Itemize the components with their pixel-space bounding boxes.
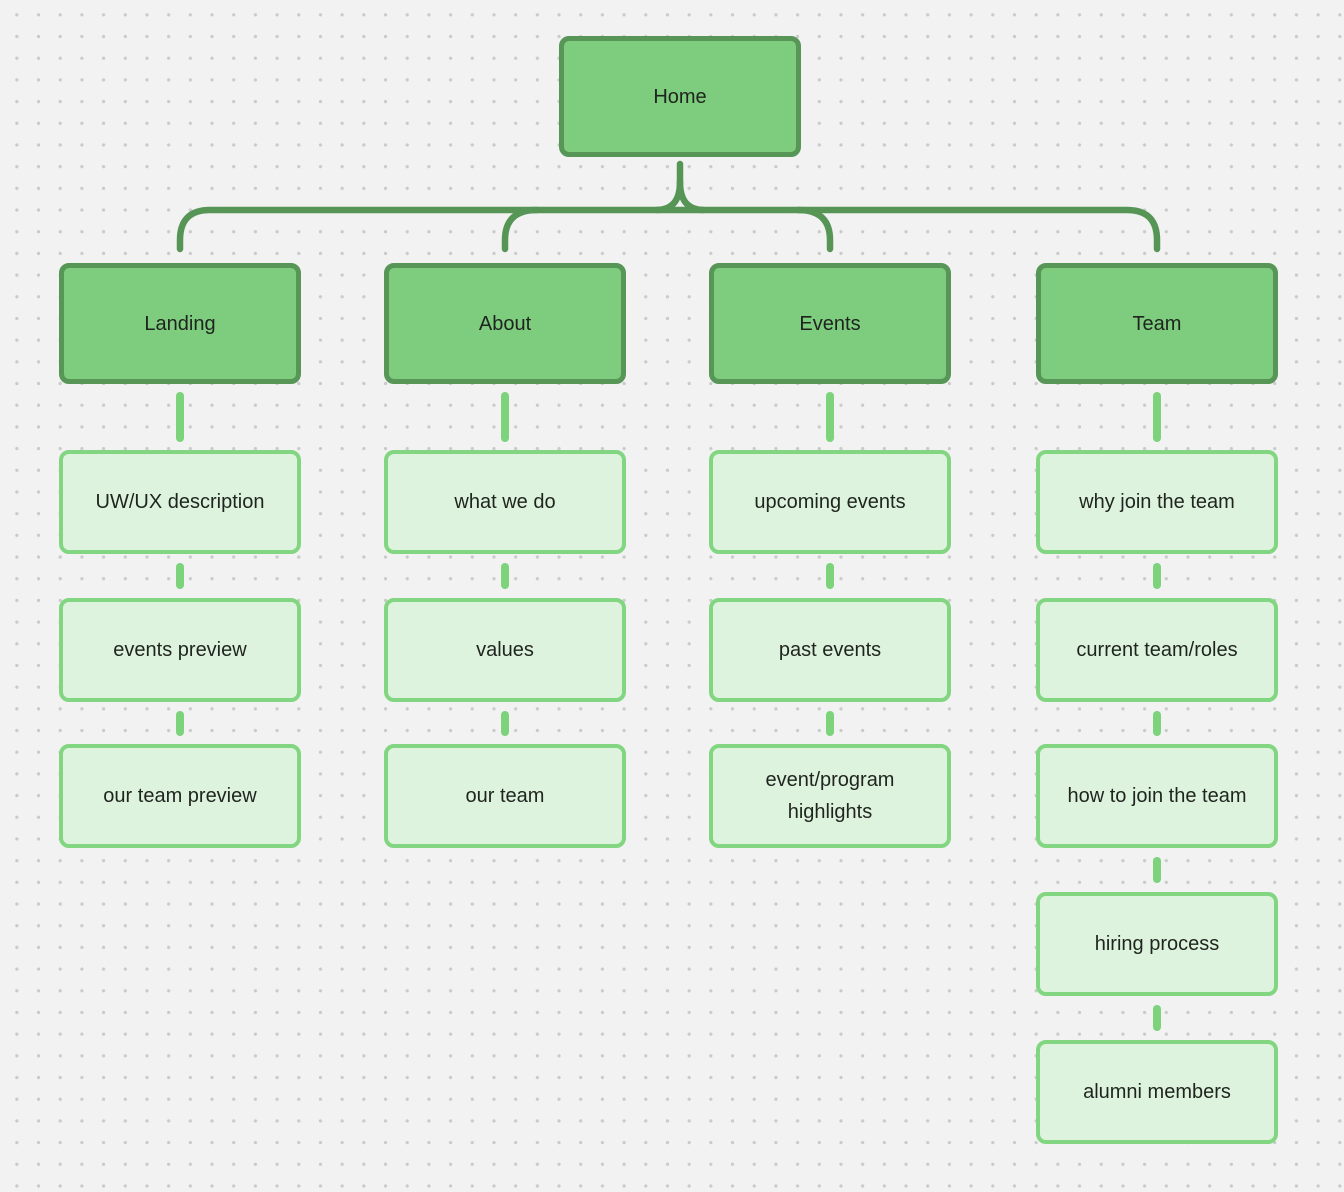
node-uwux-description[interactable]: UW/UX description bbox=[59, 450, 301, 554]
node-events[interactable]: Events bbox=[709, 263, 951, 384]
node-alumni-members[interactable]: alumni members bbox=[1036, 1040, 1278, 1144]
node-what-we-do[interactable]: what we do bbox=[384, 450, 626, 554]
node-past-events[interactable]: past events bbox=[709, 598, 951, 702]
connector-drop-events bbox=[794, 206, 834, 253]
node-team[interactable]: Team bbox=[1036, 263, 1278, 384]
connector-main-line bbox=[176, 206, 1161, 253]
node-home[interactable]: Home bbox=[559, 36, 801, 157]
connector-home-flare-right bbox=[676, 178, 708, 214]
node-our-team-preview[interactable]: our team preview bbox=[59, 744, 301, 848]
node-values[interactable]: values bbox=[384, 598, 626, 702]
node-events-preview[interactable]: events preview bbox=[59, 598, 301, 702]
connector-home-flare-left bbox=[652, 178, 684, 214]
node-about[interactable]: About bbox=[384, 263, 626, 384]
node-landing[interactable]: Landing bbox=[59, 263, 301, 384]
node-hiring-process[interactable]: hiring process bbox=[1036, 892, 1278, 996]
connector-drop-about bbox=[501, 206, 541, 253]
node-current-team-roles[interactable]: current team/roles bbox=[1036, 598, 1278, 702]
node-how-to-join-the-team[interactable]: how to join the team bbox=[1036, 744, 1278, 848]
node-event-program-highlights[interactable]: event/program highlights bbox=[709, 744, 951, 848]
node-our-team[interactable]: our team bbox=[384, 744, 626, 848]
node-upcoming-events[interactable]: upcoming events bbox=[709, 450, 951, 554]
node-why-join-the-team[interactable]: why join the team bbox=[1036, 450, 1278, 554]
